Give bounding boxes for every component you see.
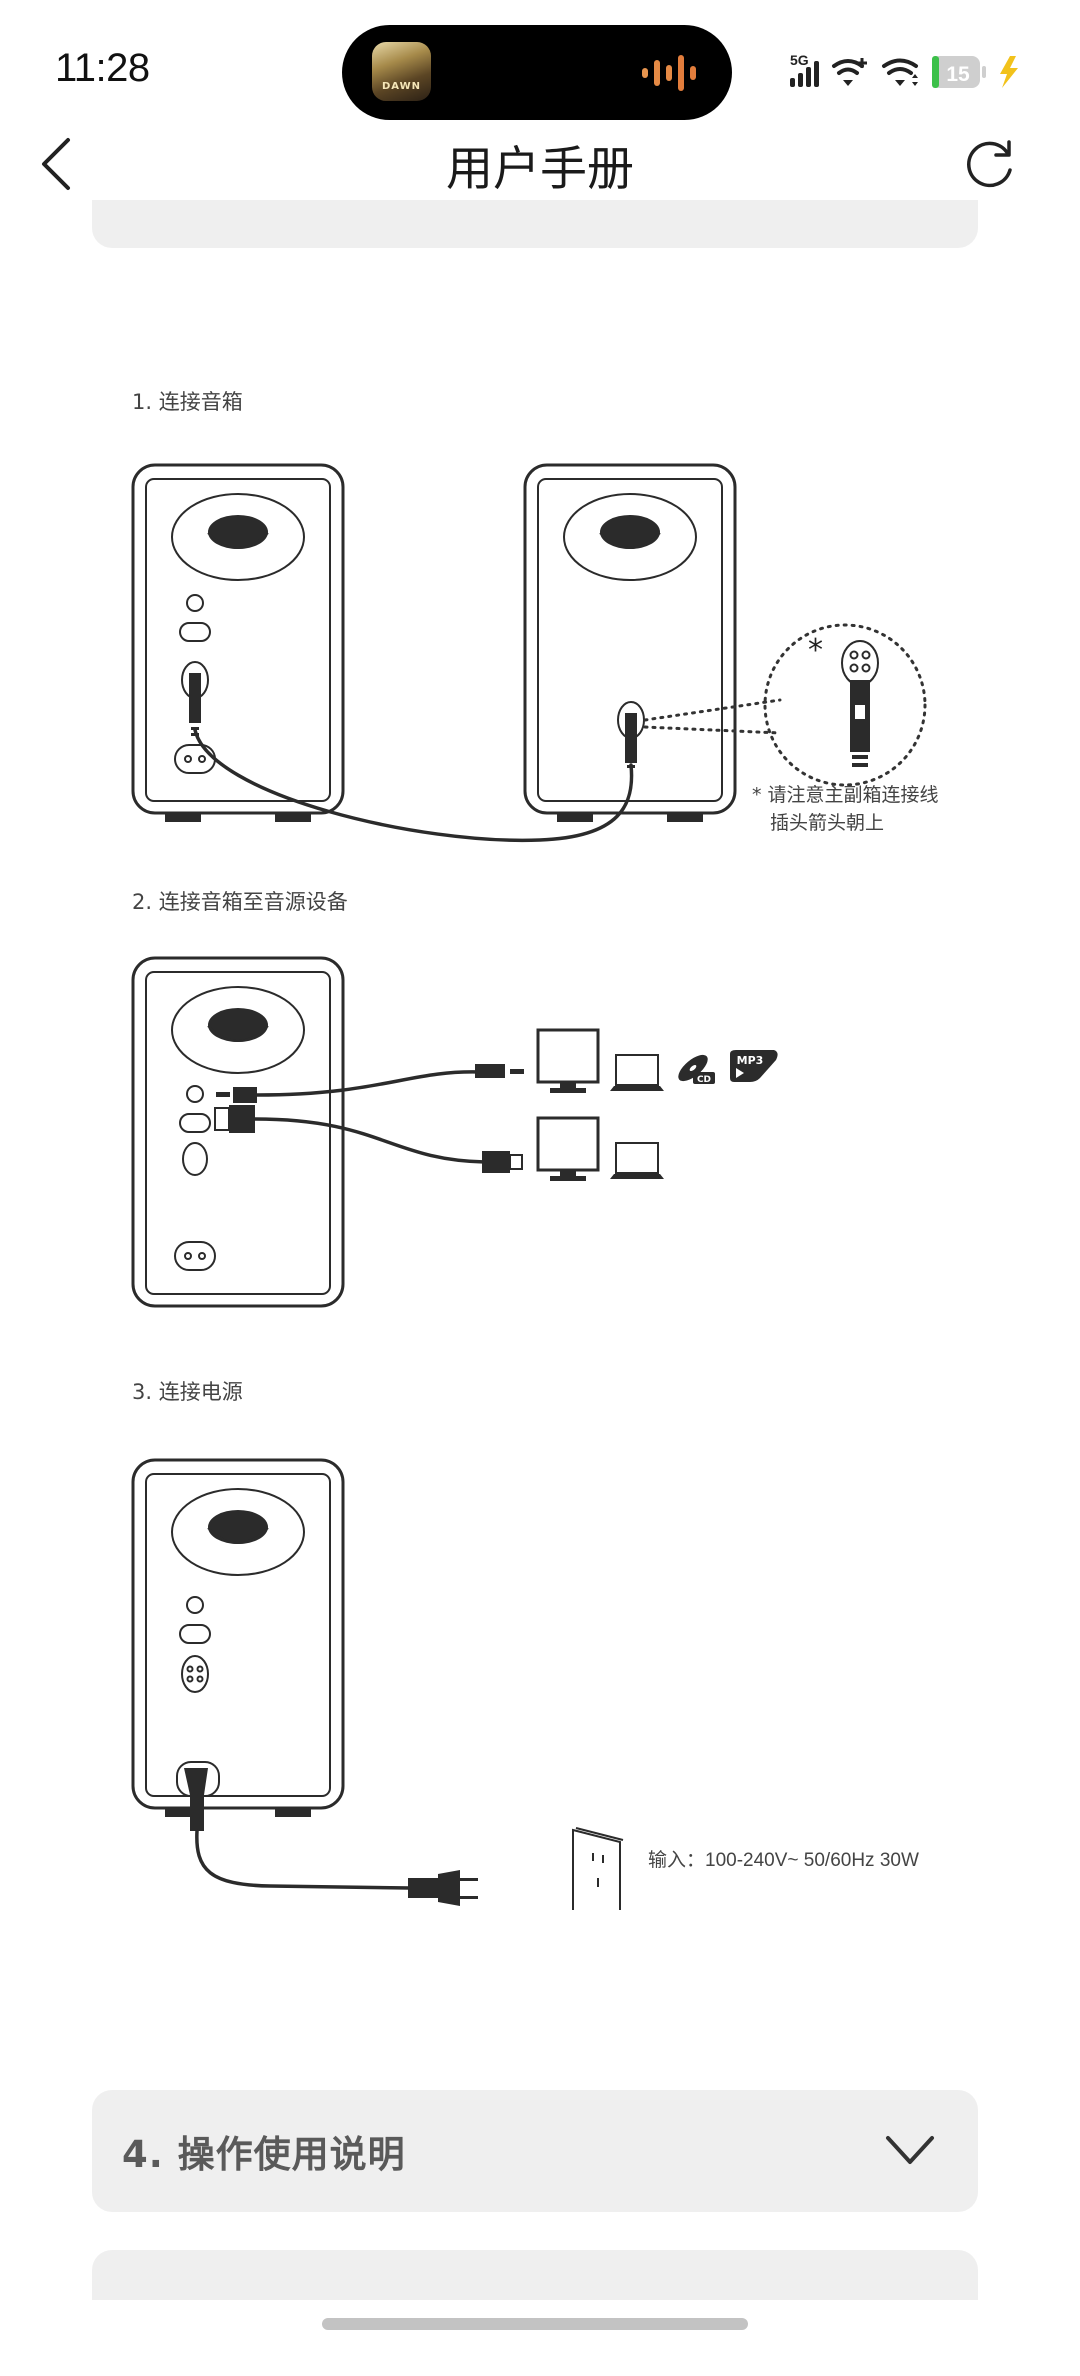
chevron-down-icon[interactable] (884, 2130, 936, 2170)
refresh-button[interactable] (962, 136, 1018, 192)
note-line-2: 插头箭头朝上 (770, 812, 885, 834)
connector-closeup (841, 640, 879, 767)
wall-outlet-icon (572, 1827, 624, 1910)
speaker-connection-diagram: * (131, 463, 927, 843)
next-section-card[interactable] (92, 2250, 978, 2300)
dynamic-island[interactable]: DAWN (342, 25, 732, 120)
callout-circle (763, 623, 927, 787)
power-spec-text: 输入：100-240V~ 50/60Hz 30W (648, 1850, 919, 1871)
back-button[interactable] (36, 136, 76, 192)
speaker-link-cable (193, 728, 634, 843)
app-icon-label: DAWN (382, 81, 421, 92)
svg-text:15: 15 (946, 63, 970, 86)
aux-cable (216, 1064, 524, 1103)
svg-text:5G: 5G (790, 52, 809, 68)
battery-icon: 15 (932, 56, 986, 88)
laptop-icon (610, 1142, 664, 1179)
audio-waveform-icon (642, 55, 696, 91)
mp3-icon: MP3 (730, 1050, 778, 1082)
satellite-speaker-rear (523, 463, 737, 822)
speaker-rear (131, 1458, 345, 1817)
home-indicator[interactable] (322, 2318, 748, 2330)
master-speaker-rear (131, 463, 345, 822)
page-title: 用户手册 (446, 142, 634, 197)
callout-asterisk: * (808, 633, 823, 668)
cellular-signal-icon: 5G (790, 52, 819, 87)
step-1-title: 1. 连接音箱 (132, 390, 243, 414)
connection-note: * 请注意主副箱连接线 插头箭头朝上 (752, 781, 939, 837)
svg-text:MP3: MP3 (737, 1054, 764, 1067)
section-label: 4. 操作使用说明 (122, 2133, 406, 2176)
section-operation-instructions[interactable]: 4. 操作使用说明 (92, 2090, 978, 2212)
step-3-title: 3. 连接电源 (132, 1380, 243, 1404)
chevron-left-icon (42, 138, 70, 190)
svg-text:CD: CD (697, 1075, 711, 1085)
refresh-icon (967, 140, 1012, 188)
previous-section-card[interactable] (92, 200, 978, 248)
live-activity-app-icon[interactable]: DAWN (372, 42, 431, 101)
wifi-icon (882, 58, 918, 86)
power-connection-diagram (131, 1458, 624, 1910)
usb-cable (214, 1105, 523, 1173)
speaker-rear (131, 956, 345, 1308)
status-icons: 5G 15 (790, 52, 1018, 88)
charging-bolt-icon (1000, 56, 1018, 88)
wifi-plus-icon (832, 58, 867, 86)
laptop-icon (610, 1054, 664, 1091)
desktop-monitor-icon (536, 1116, 600, 1181)
audio-source-diagram: CD MP3 (131, 956, 778, 1308)
note-line-1: * 请注意主副箱连接线 (752, 784, 939, 806)
step-2-title: 2. 连接音箱至音源设备 (132, 890, 348, 914)
desktop-monitor-icon (536, 1028, 600, 1093)
cd-icon: CD (678, 1054, 715, 1085)
power-cable (184, 1768, 478, 1906)
status-time: 11:28 (55, 46, 150, 90)
callout-leader (643, 698, 782, 735)
